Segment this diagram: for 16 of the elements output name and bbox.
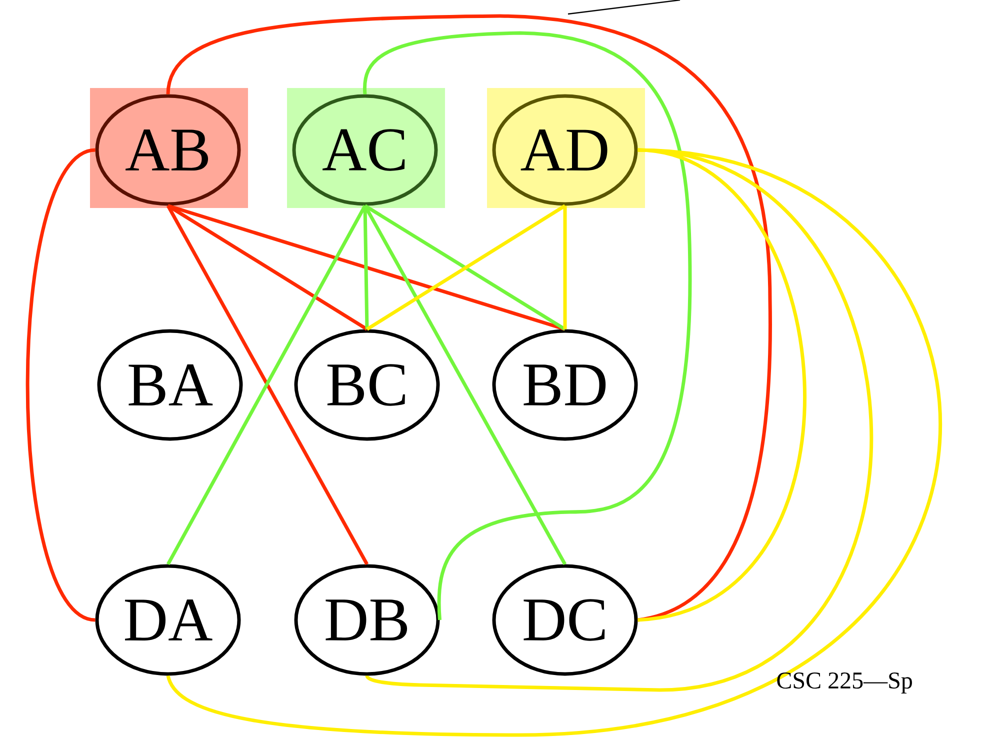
footer-text: CSC 225—Sp xyxy=(777,672,912,694)
connector-line xyxy=(26,148,96,622)
connector-line xyxy=(167,204,368,331)
highlighted-node: AC xyxy=(287,88,445,208)
connector-line xyxy=(166,148,942,737)
ellipse-node: DA xyxy=(95,564,241,676)
ellipse-node: BD xyxy=(492,329,638,441)
highlighted-node: AD xyxy=(487,88,645,208)
ellipse-node: DC xyxy=(492,564,638,676)
ellipse-node: DB xyxy=(294,564,440,676)
ellipse-node: BA xyxy=(97,329,243,441)
ellipse-node: BC xyxy=(294,329,440,441)
highlighted-node: AB xyxy=(90,88,248,208)
connector-line xyxy=(563,206,567,330)
connector-line xyxy=(363,31,692,620)
connector-line xyxy=(168,204,566,331)
